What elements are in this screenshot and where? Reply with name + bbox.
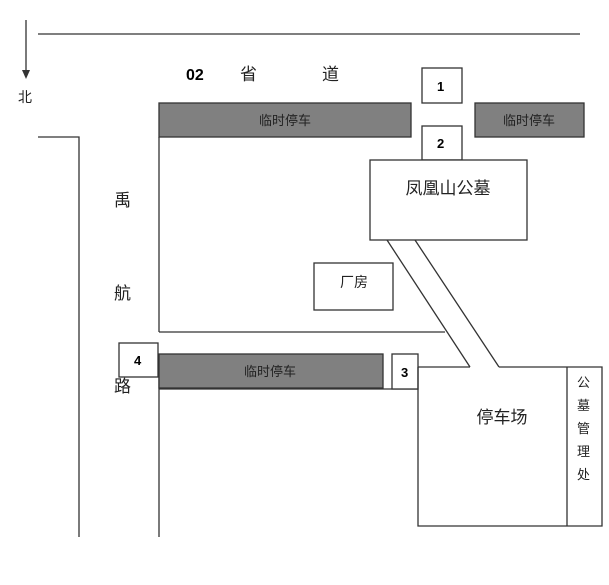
factory-label: 厂房 [340,275,368,291]
road-number: 02 [186,67,204,84]
left-road-west-edge [38,136,80,537]
entrance-2-label: 2 [437,136,444,151]
north-arrow-icon [22,20,30,79]
temporary-parking-1-label: 临时停车 [259,113,311,129]
entrance-1-label: 1 [437,79,444,94]
entrance-1 [421,67,463,104]
path-edge-west [386,239,471,368]
entrance-3-label: 3 [401,365,408,380]
temporary-parking-2 [474,102,585,138]
left-road-char-1: 禹 [114,191,131,211]
left-road-char-2: 航 [114,284,131,304]
cemetery-label: 凤凰山公墓 [406,179,491,199]
temporary-parking-1 [158,102,412,138]
parking-lot [417,366,603,527]
office-char: 理 [577,445,590,460]
temporary-parking-3-label: 临时停车 [244,364,296,380]
office-char: 公 [577,376,590,391]
parking-lot-label: 停车场 [477,408,528,428]
road-char-1: 省 [240,65,257,85]
entrance-4-label: 4 [134,353,142,368]
temporary-parking-3 [158,353,384,389]
office-char: 管 [577,422,590,437]
path-edge-east [414,239,500,368]
temporary-parking-2-label: 临时停车 [503,113,555,129]
entrance-3 [391,353,419,390]
entrance-4 [118,342,159,378]
road-char-2: 道 [322,65,339,85]
cemetery-building [369,159,528,241]
management-office-label: 公 墓 管 理 处 [577,376,590,483]
office-char: 墓 [577,399,590,414]
left-road-char-3: 路 [114,377,131,397]
office-char: 处 [577,468,590,483]
north-label: 北 [18,90,32,106]
factory-building [313,262,394,311]
